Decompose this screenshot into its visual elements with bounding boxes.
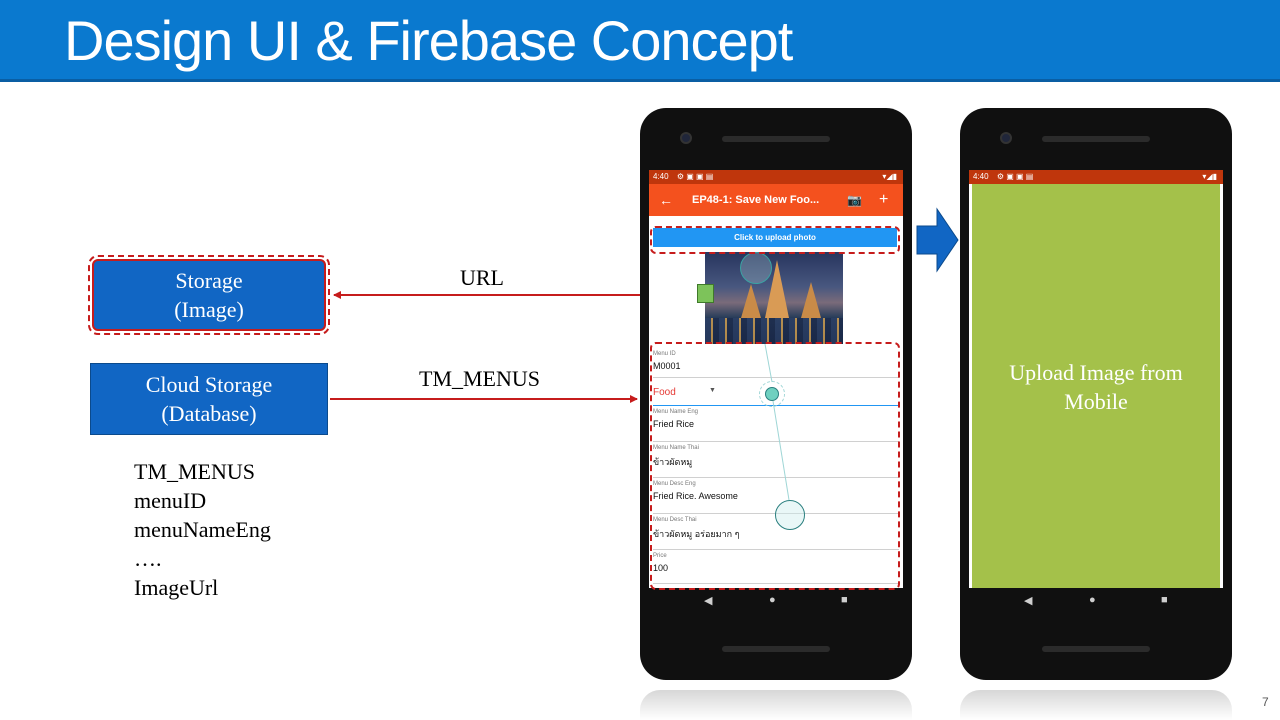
phone-upload-mockup: 4:40 ⚙ ▣ ▣ ▤ ▾◢▮ Upload Image from Mobil… [960,108,1236,680]
slide-title: Design UI & Firebase Concept [64,9,793,72]
field-item: …. [134,546,162,571]
nav-recents-icon[interactable]: ■ [1161,594,1168,606]
front-camera [680,132,692,144]
phone-screen: 4:40 ⚙ ▣ ▣ ▤ ▾◢▮ Upload Image from Mobil… [969,170,1223,588]
nav-back-icon[interactable]: ◀ [1024,595,1033,607]
field-label: Price [653,553,667,559]
price-field[interactable]: Price 100 [653,550,899,584]
cloud-storage-sublabel: (Database) [161,401,257,426]
page-number: 7 [1262,695,1269,709]
cloud-storage-label: Cloud Storage [145,372,273,397]
menu-desc-thai-field[interactable]: Menu Desc Thai ข้าวผัดหมู อร่อยมาก ๆ [653,514,899,550]
signal-icon: ▾◢▮ [882,172,897,181]
field-label: Menu Desc Thai [653,517,697,523]
title-bar: Design UI & Firebase Concept [0,0,1280,82]
nav-home-icon[interactable]: ● [769,594,776,606]
phone-form-mockup: 4:40 ⚙ ▣ ▣ ▤ ▾◢▮ ← EP48-1: Save New Foo.… [640,108,916,680]
upload-message-line2: Mobile [1064,389,1128,414]
upload-message-line1: Upload Image from [1009,360,1183,385]
field-label: Menu Desc Eng [653,481,696,487]
add-icon[interactable]: + [879,191,889,208]
touch-indicator [775,500,805,530]
touch-indicator [740,252,772,284]
field-value: ข้าวผัดหมู อร่อยมาก ๆ [653,529,740,539]
field-item: menuNameEng [134,517,271,542]
status-time: 4:40 [973,172,989,181]
tm-menus-label: TM_MENUS [419,366,541,391]
storage-box: Storage (Image) [88,255,330,335]
field-value: 100 [653,563,669,573]
uploaded-photo [705,252,843,344]
field-label: Menu Name Eng [653,409,699,415]
url-label: URL [460,265,504,290]
storage-label: Storage [175,268,243,293]
earpiece [1042,136,1150,142]
field-item: ImageUrl [134,575,219,600]
fields-list: TM_MENUS menuID menuNameEng …. ImageUrl [134,457,271,602]
camera-icon[interactable]: 📷 [847,193,862,207]
field-value: ข้าวผัดหมู [653,457,693,467]
status-time: 4:40 [653,172,669,181]
upload-button-highlight [650,226,900,254]
dropdown-value: Food [653,387,676,398]
upload-placeholder: Upload Image from Mobile [972,184,1220,588]
field-item: menuID [134,488,207,513]
field-value: Fried Rice. Awesome [653,491,738,501]
menu-id-field[interactable]: Menu ID M0001 [653,348,899,378]
bottom-speaker [722,646,830,652]
front-camera [1000,132,1012,144]
next-arrow [916,207,959,273]
image-url-marker [697,284,714,303]
status-icons: ⚙ ▣ ▣ ▤ [676,172,714,181]
status-bar: 4:40 ⚙ ▣ ▣ ▤ ▾◢▮ [969,170,1223,184]
touch-indicator [765,387,779,401]
storage-sublabel: (Image) [174,297,244,322]
field-value: M0001 [653,361,681,371]
dropdown-caret-icon: ▼ [709,387,716,394]
status-icons: ⚙ ▣ ▣ ▤ [996,172,1034,181]
app-bar: ← EP48-1: Save New Foo... 📷 + [649,184,903,216]
field-label: Menu Name Thai [653,445,699,451]
bottom-speaker [1042,646,1150,652]
nav-recents-icon[interactable]: ■ [841,594,848,606]
cloud-storage-box: Cloud Storage (Database) [90,363,328,435]
phone-reflection [960,690,1232,720]
app-title: EP48-1: Save New Foo... [692,194,820,206]
field-item: TM_MENUS [134,459,256,484]
back-arrow-icon[interactable]: ← [659,192,673,208]
signal-icon: ▾◢▮ [1202,172,1217,181]
nav-back-icon[interactable]: ◀ [704,595,713,607]
nav-home-icon[interactable]: ● [1089,594,1096,606]
status-bar: 4:40 ⚙ ▣ ▣ ▤ ▾◢▮ [649,170,903,184]
earpiece [722,136,830,142]
field-value: Fried Rice [653,419,695,429]
field-label: Menu ID [653,351,676,357]
android-nav-bar: ◀ ● ■ [649,590,903,612]
phone-screen: 4:40 ⚙ ▣ ▣ ▤ ▾◢▮ ← EP48-1: Save New Foo.… [649,170,903,588]
phone-reflection [640,690,912,720]
android-nav-bar: ◀ ● ■ [969,590,1223,612]
form-highlight [650,342,900,590]
upload-photo-button[interactable]: Click to upload photo [653,228,897,247]
